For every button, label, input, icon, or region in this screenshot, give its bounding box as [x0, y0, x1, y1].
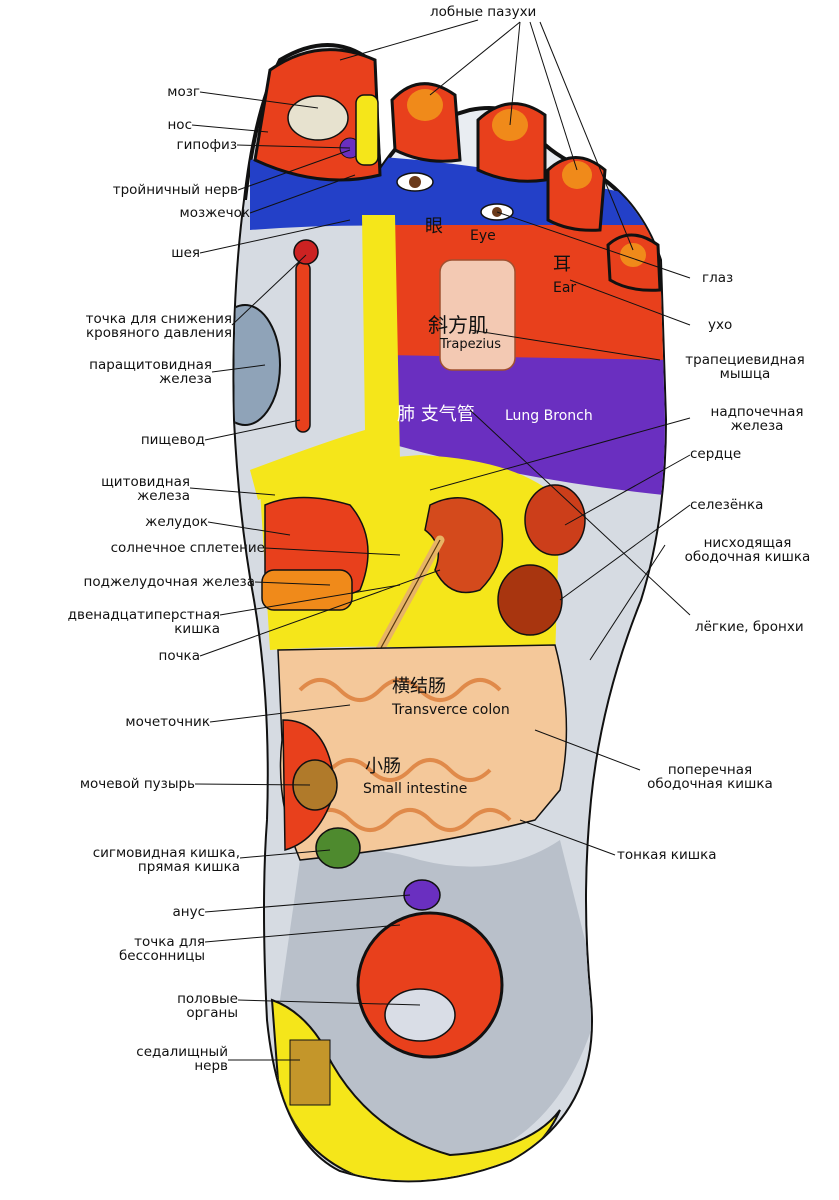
- label-trigeminal: тройничный нерв: [112, 182, 238, 198]
- label-kidney: почка: [158, 648, 201, 664]
- label-sigmoid: сигмовидная кишка, прямая кишка: [20, 846, 240, 874]
- label-pancreas: поджелудочная железа: [83, 574, 255, 590]
- label-sciatic: седалищный нерв: [80, 1045, 228, 1073]
- leader-lines: [189, 19, 691, 1061]
- label-duodenum-line1: двенадцатиперстная: [67, 607, 220, 623]
- label-bladder: мочевой пузырь: [79, 776, 195, 792]
- label-sciatic-line1: седалищный: [136, 1044, 228, 1060]
- ear-en-text: Ear: [553, 280, 576, 296]
- lung-cn-text: 肺 支气管: [397, 404, 475, 425]
- label-trapezius: трапециевидная мышца: [660, 353, 830, 381]
- label-heart: сердце: [690, 446, 742, 462]
- eye-cn-text: 眼: [425, 216, 443, 237]
- label-insomnia: точка для бессонницы: [60, 935, 205, 963]
- label-brain: мозг: [167, 84, 200, 100]
- label-trapezius-line2: мышца: [719, 366, 771, 382]
- label-stomach: желудок: [145, 514, 208, 530]
- label-bp-point: точка для снижения кровяного давления: [20, 312, 232, 340]
- label-parathyroid: паращитовидная железа: [20, 358, 212, 386]
- label-ureter: мочеточник: [125, 714, 210, 730]
- trapezius-figure: [439, 259, 516, 371]
- label-thyroid-line2: железа: [137, 488, 190, 504]
- trapezius-cn-text: 斜方肌: [428, 313, 488, 337]
- label-adrenal: надпочечная железа: [682, 405, 832, 433]
- label-desc-colon-line1: нисходящая: [703, 535, 792, 551]
- label-transverse-colon: поперечная ободочная кишка: [625, 763, 795, 791]
- label-esophagus: пищевод: [140, 432, 205, 448]
- label-pituitary: гипофиз: [176, 137, 237, 153]
- label-spleen: селезёнка: [690, 497, 764, 513]
- big-toe: [253, 48, 382, 182]
- label-thyroid: щитовидная железа: [40, 475, 190, 503]
- ear-cn-text: 耳: [553, 254, 571, 275]
- label-bp-point-line2: кровяного давления: [85, 325, 232, 341]
- label-thyroid-line1: щитовидная: [101, 474, 190, 490]
- label-ear: ухо: [708, 317, 733, 333]
- label-cerebellum: мозжечок: [179, 205, 250, 221]
- label-duodenum-line2: кишка: [174, 621, 220, 637]
- label-genitals-line2: органы: [186, 1005, 238, 1021]
- label-sigmoid-line1: сигмовидная кишка,: [92, 845, 240, 861]
- toe-2: [390, 82, 462, 163]
- label-small-intestine: тонкая кишка: [617, 847, 717, 863]
- label-transverse-line2: ободочная кишка: [647, 776, 773, 792]
- label-trapezius-line1: трапециевидная: [685, 352, 805, 368]
- label-duodenum: двенадцатиперстная кишка: [10, 608, 220, 636]
- label-transverse-line1: поперечная: [667, 762, 753, 778]
- label-solar-plexus: солнечное сплетение: [110, 540, 265, 556]
- transverse-cn-text: 横结肠: [392, 676, 446, 697]
- label-anus: анус: [172, 904, 205, 920]
- label-sigmoid-line2: прямая кишка: [137, 859, 240, 875]
- toe-4: [546, 156, 607, 232]
- label-neck: шея: [171, 245, 200, 261]
- label-genitals: половые органы: [100, 992, 238, 1020]
- transverse-en-text: Transverce colon: [391, 702, 510, 718]
- label-parathyroid-line2: железа: [159, 371, 212, 387]
- label-frontal-sinuses: лобные пазухи: [430, 4, 537, 20]
- label-nose: нос: [167, 117, 192, 133]
- label-genitals-line1: половые: [177, 991, 238, 1007]
- label-eye: глаз: [702, 270, 734, 286]
- toe-3: [476, 102, 547, 183]
- toe-5: [606, 233, 662, 292]
- label-insomnia-line1: точка для: [134, 934, 205, 950]
- label-insomnia-line2: бессонницы: [118, 948, 205, 964]
- label-desc-colon-line2: ободочная кишка: [684, 549, 811, 565]
- trapezius-en-text: Trapezius: [439, 337, 501, 352]
- label-adrenal-line2: железа: [730, 418, 784, 434]
- label-sciatic-line2: нерв: [194, 1058, 228, 1074]
- small-en-text: Small intestine: [363, 781, 467, 797]
- label-bp-point-line1: точка для снижения: [85, 311, 232, 327]
- lung-en-text: Lung Bronch: [505, 408, 593, 424]
- label-desc-colon: нисходящая ободочная кишка: [665, 536, 830, 564]
- small-cn-text: 小肠: [365, 756, 401, 777]
- label-adrenal-line1: надпочечная: [710, 404, 804, 420]
- label-parathyroid-line1: паращитовидная: [89, 357, 212, 373]
- eye-en-text: Eye: [470, 228, 496, 244]
- label-lungs: лёгкие, бронхи: [695, 619, 804, 635]
